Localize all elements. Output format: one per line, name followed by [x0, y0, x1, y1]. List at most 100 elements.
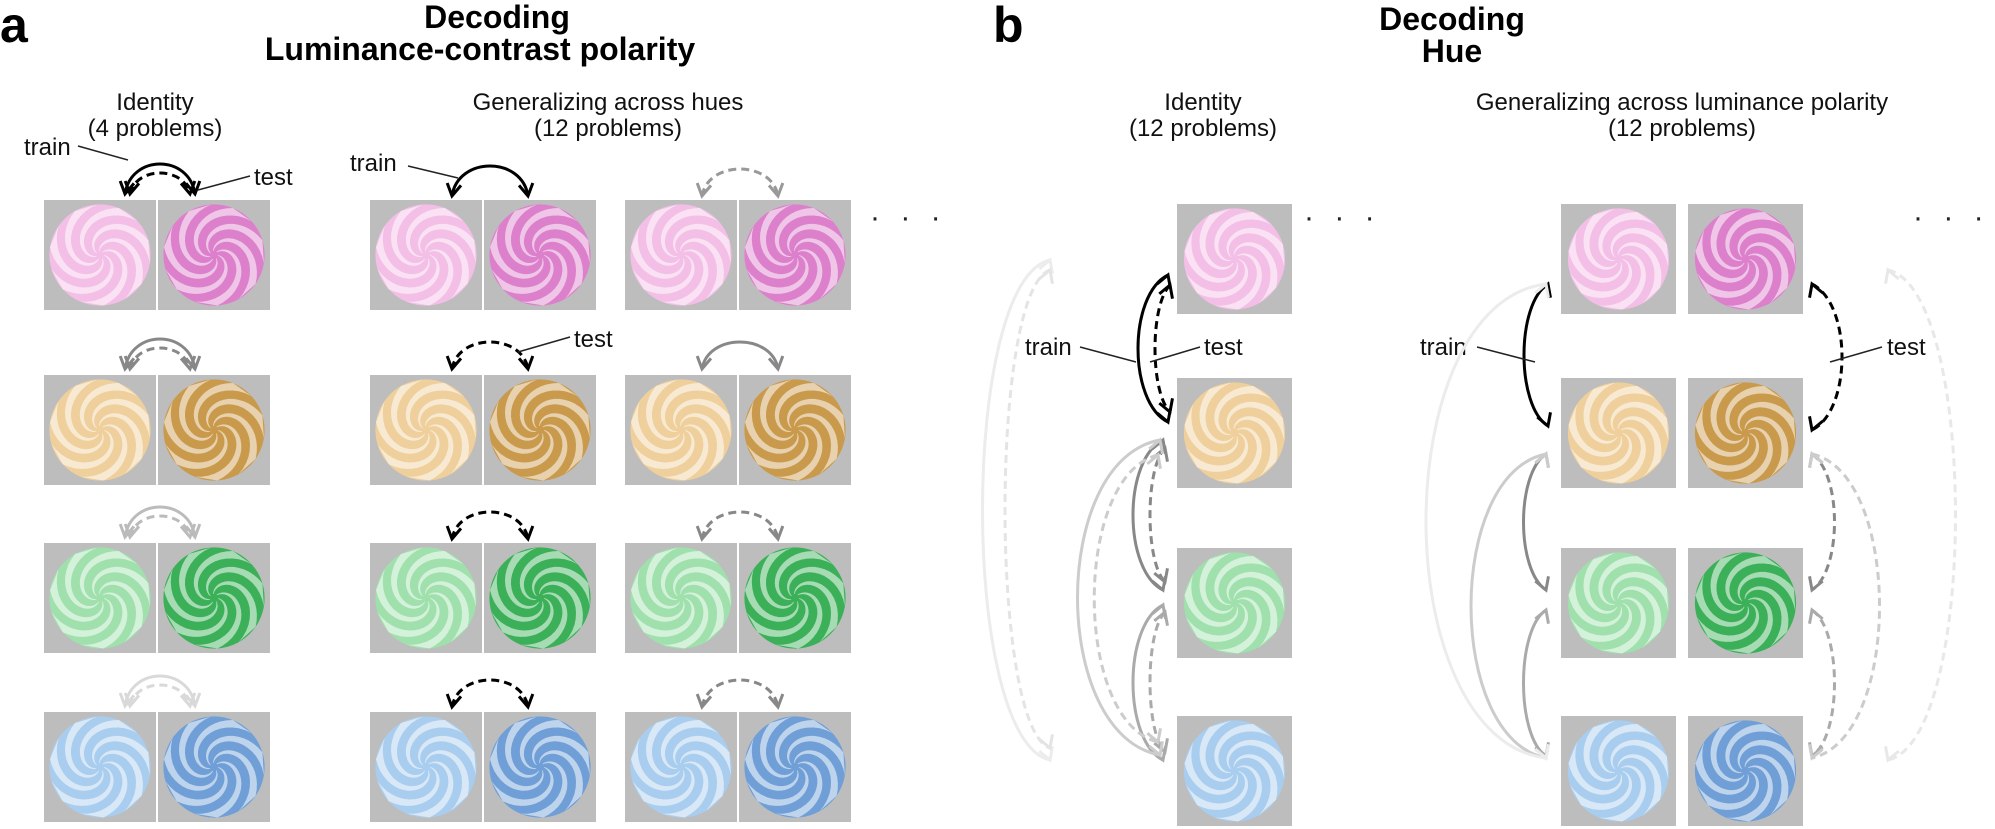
tile-b-gen-light-orange [1561, 378, 1676, 488]
arrow-a-id-dashed-1 [128, 346, 192, 370]
arrow-b-gen-mid-head-bottom [1534, 576, 1550, 593]
tile-a-identity-dark-orange-spiral [163, 379, 265, 481]
arrow-a-id-dashed-3 [128, 683, 192, 707]
arrow-b-id-far-dashed [1003, 268, 1051, 750]
leader-b-test-2 [1829, 346, 1883, 363]
tile-a-gen2-light-blue [625, 712, 737, 822]
arrow-b-gen-test [1811, 282, 1844, 432]
arrow-a-id-solid-3 [123, 674, 197, 707]
arrow-a-gen1-row3-head-left [445, 693, 463, 710]
tile-b-identity-light-green-spiral [1183, 552, 1286, 654]
panel-a-identity-title: Identity [116, 89, 193, 116]
arrow-a-id-dashed-2-head-right [179, 523, 197, 540]
arrow-b-gen-test-mid-head-bottom [1808, 576, 1824, 593]
arrow-b-gen-train [1522, 282, 1549, 428]
arrow-b-gen-long [1469, 452, 1547, 760]
leader-a-train-2 [407, 165, 459, 179]
arrow-a-id-solid-2 [123, 505, 197, 538]
panel-a-ellipsis: · · · [870, 201, 947, 234]
tile-a-gen2-dark-green [739, 543, 851, 653]
arrow-b-id-long-dashed-head-bottom [1146, 728, 1162, 745]
tile-b-identity-light-green [1177, 548, 1292, 658]
panel-b-test-label: test [1204, 334, 1243, 361]
panel-a-train-label: train [24, 134, 71, 161]
leader-a-test [197, 175, 251, 191]
panel-b-ellipsis: · · · [1304, 201, 1381, 234]
panel-b-test-label-2: test [1887, 334, 1926, 361]
arrow-a-gen1-row2-head-left [445, 525, 463, 542]
arrow-b-id-long-dashed [1092, 453, 1159, 744]
arrow-a-id-dashed-1-head-right [179, 355, 197, 372]
tile-a-identity-light-green [44, 543, 156, 653]
tile-b-gen-dark-green [1688, 548, 1803, 658]
arrow-a-id-dashed-0 [128, 171, 192, 195]
arrow-b-id-far-solid-head-bottom [1038, 746, 1054, 763]
arrow-b-gen-train-head-bottom [1536, 412, 1552, 429]
arrow-a-gen1-row2 [450, 510, 530, 540]
arrow-a-id-dashed-3-head-left [123, 692, 141, 709]
arrow-a-gen1-row1 [450, 340, 530, 370]
tile-a-identity-dark-pink-spiral [163, 204, 265, 306]
tile-b-gen-light-green [1561, 548, 1676, 658]
tile-a-identity-light-orange [44, 375, 156, 485]
tile-b-gen-dark-blue [1688, 716, 1803, 826]
arrow-a-gen1-row3-head-right [517, 693, 535, 710]
arrow-a-gen2-row3-head-right [767, 693, 785, 710]
tile-a-gen1-light-green [370, 543, 482, 653]
arrow-b-gen-mid [1522, 452, 1547, 592]
arrow-b-id-solid-mid [1131, 438, 1164, 592]
tile-a-gen2-dark-pink-spiral [744, 204, 846, 306]
panel-b-title-line1: Decoding [1379, 1, 1525, 37]
leader-b-test [1149, 346, 1201, 363]
arrow-a-id-solid-0 [123, 162, 197, 195]
arrow-b-id-dashed-mid-head-bottom [1153, 568, 1169, 585]
arrow-a-gen1-row1-head-left [445, 355, 463, 372]
arrow-b-id-solid-top [1136, 273, 1169, 424]
arrow-b-gen-test-far [1887, 268, 1957, 762]
tile-a-gen1-light-orange [370, 375, 482, 485]
tile-a-gen2-dark-orange-spiral [744, 379, 846, 481]
tile-a-gen1-dark-blue [484, 712, 596, 822]
arrow-a-gen1-row0 [450, 164, 530, 197]
arrow-a-gen2-row1-head-right [767, 355, 785, 372]
tile-a-identity-light-blue-spiral [49, 716, 151, 818]
tile-b-gen-dark-pink [1688, 204, 1803, 314]
tile-a-identity-light-green-spiral [49, 547, 151, 649]
arrow-a-gen2-row0 [700, 167, 780, 197]
tile-a-gen1-dark-green [484, 543, 596, 653]
arrow-a-gen2-row0-head-right [767, 182, 785, 199]
arrow-b-gen-far [1424, 282, 1547, 760]
arrow-a-gen2-row1 [700, 340, 780, 370]
tile-a-identity-light-orange-spiral [49, 379, 151, 481]
arrow-b-gen-test-mid [1811, 452, 1836, 592]
tile-a-identity-light-pink [44, 200, 156, 310]
arrow-a-id-dashed-0-head-left [123, 180, 141, 197]
tile-a-gen1-dark-pink-spiral [489, 204, 591, 306]
tile-b-gen-dark-blue-spiral [1694, 720, 1797, 822]
tile-a-gen2-dark-blue [739, 712, 851, 822]
tile-a-identity-dark-blue-spiral [163, 716, 265, 818]
tile-a-gen2-dark-green-spiral [744, 547, 846, 649]
arrow-b-id-dashed-low-head-top [1153, 609, 1169, 626]
tile-a-gen2-light-blue-spiral [630, 716, 732, 818]
tile-b-gen-light-blue-spiral [1567, 720, 1670, 822]
arrow-b-gen-test-long-head-top [1808, 451, 1824, 468]
arrow-b-id-dashed-low-head-bottom [1153, 738, 1169, 755]
tile-a-gen2-dark-blue-spiral [744, 716, 846, 818]
leader-b-train [1079, 346, 1137, 363]
tile-a-identity-dark-blue [158, 712, 270, 822]
arrow-a-id-dashed-3-head-right [179, 692, 197, 709]
panel-a-identity-sub: (4 problems) [88, 115, 223, 142]
panel-a-title-line2: Luminance-contrast polarity [265, 31, 696, 67]
arrow-b-id-far-dashed-head-top [1038, 267, 1054, 284]
arrow-a-gen2-row1-head-left [695, 355, 713, 372]
arrow-b-id-dashed-mid [1148, 446, 1167, 584]
tile-a-gen2-light-pink-spiral [630, 204, 732, 306]
arrow-a-gen2-row3-head-left [695, 693, 713, 710]
leader-a-train [77, 145, 129, 161]
tile-a-gen1-dark-orange-spiral [489, 379, 591, 481]
arrow-a-gen1-row2-head-right [517, 525, 535, 542]
panel-a-test-label-2: test [574, 326, 613, 353]
arrow-b-gen-test-long [1811, 452, 1881, 760]
